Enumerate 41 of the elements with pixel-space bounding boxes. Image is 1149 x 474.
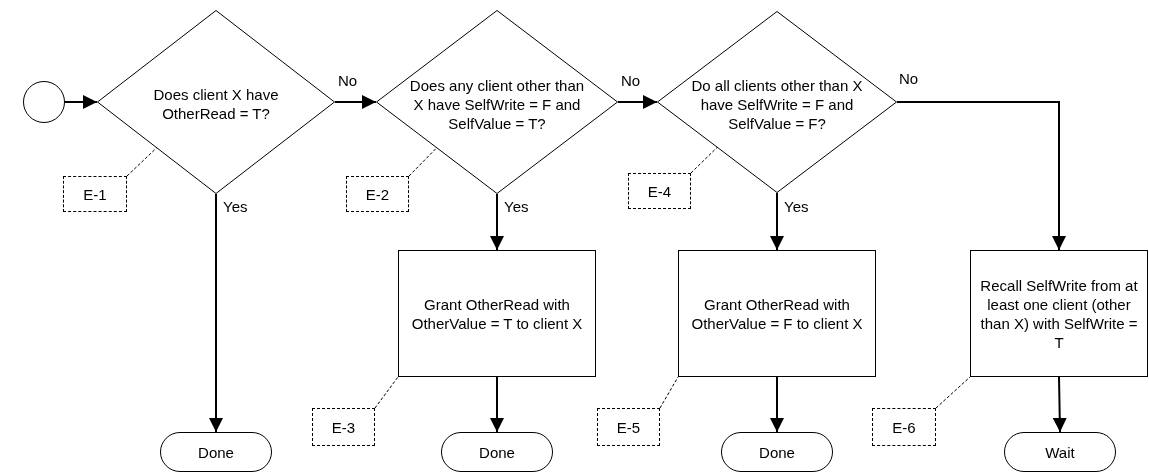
leader-line xyxy=(374,376,399,409)
terminator-text: Done xyxy=(198,442,234,462)
process-text: Grant OtherRead with OtherValue = F to client X xyxy=(690,294,864,333)
process-text: Recall SelfWrite from at least one client (other than X) with SelfWrite = T xyxy=(979,275,1139,352)
reference-label: E-2 xyxy=(365,184,390,204)
reference-label: E-3 xyxy=(331,417,356,437)
arrow xyxy=(209,193,223,433)
arrow xyxy=(1052,376,1067,433)
terminator-text: Wait xyxy=(1045,442,1075,462)
leader-line xyxy=(690,147,718,174)
arrow xyxy=(334,95,377,109)
reference-label: E-4 xyxy=(647,181,672,201)
process-text: Grant OtherRead with OtherValue = T to client X xyxy=(410,294,584,333)
reference-tag xyxy=(628,173,691,209)
process-box xyxy=(398,250,596,377)
leader-line xyxy=(126,147,157,177)
terminator-text: Done xyxy=(479,442,515,462)
reference-tag xyxy=(872,408,936,446)
question-text: Do all clients other than X have SelfWrite = F and SelfValue = F? xyxy=(690,75,864,133)
leader-line xyxy=(408,147,437,177)
leader-line xyxy=(659,376,679,409)
arrow xyxy=(64,95,98,109)
leader-line xyxy=(935,376,971,409)
question-text: Does client X have OtherRead = T? xyxy=(152,85,280,123)
reference-tag xyxy=(597,408,660,446)
arrow xyxy=(490,193,504,251)
arrow xyxy=(617,95,658,109)
arrow xyxy=(770,192,784,251)
arrow xyxy=(896,101,1066,251)
process-box xyxy=(970,250,1148,377)
reference-tag xyxy=(346,176,409,212)
reference-label: E-5 xyxy=(616,417,641,437)
question-text: Does any client other than X have SelfWrite = F and SelfValue = T? xyxy=(408,75,586,133)
process-box xyxy=(678,250,876,377)
reference-label: E-1 xyxy=(83,184,107,204)
reference-label: E-6 xyxy=(892,417,916,437)
terminator-text: Done xyxy=(759,442,795,462)
reference-tag xyxy=(312,408,375,446)
arrow xyxy=(490,376,504,433)
reference-tag xyxy=(63,176,127,212)
arrow xyxy=(770,376,784,433)
